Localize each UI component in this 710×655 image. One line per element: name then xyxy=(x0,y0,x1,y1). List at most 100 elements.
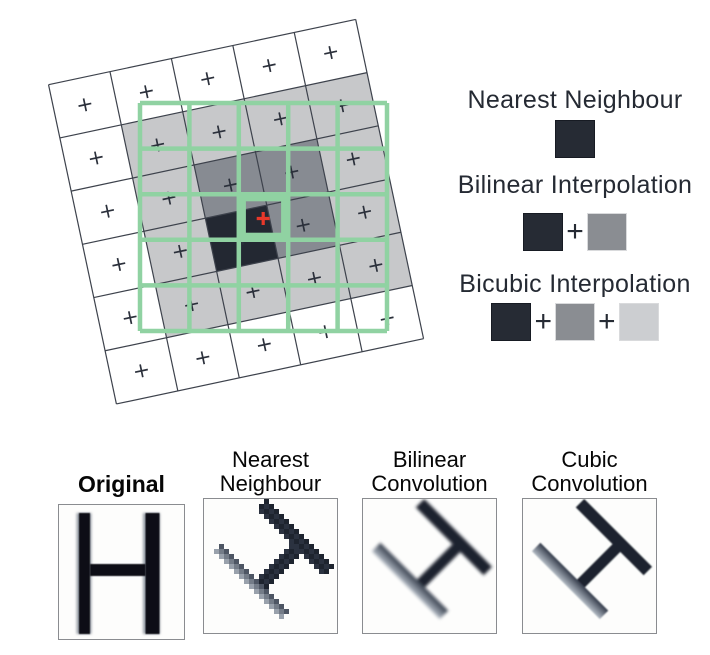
pixel-center-cross xyxy=(134,364,148,378)
pixel-center-cross xyxy=(262,59,276,73)
sample-point-cross xyxy=(256,212,270,225)
h-pixel xyxy=(249,574,254,579)
legend-label-bicubic: Bicubic Interpolation xyxy=(459,270,691,298)
pixel-center-cross xyxy=(196,351,210,365)
h-pixel xyxy=(294,549,299,554)
h-pixel xyxy=(259,594,264,599)
panel-image-original xyxy=(58,504,185,640)
panel-image-bilinear xyxy=(362,498,497,634)
h-pixel xyxy=(269,569,274,574)
h-pixel xyxy=(289,554,294,559)
h-pixel xyxy=(274,509,279,514)
original-h-image xyxy=(76,513,160,634)
h-pixel xyxy=(264,594,269,599)
pixel-center-cross xyxy=(139,85,153,99)
h-pixel xyxy=(319,559,324,564)
h-pixel xyxy=(264,599,269,604)
h-pixel xyxy=(249,579,254,584)
pixel-center-cross xyxy=(358,205,372,219)
h-pixel xyxy=(314,559,319,564)
title-line: Nearest xyxy=(231,447,310,472)
h-pixel xyxy=(229,559,234,564)
h-pixel xyxy=(244,569,249,574)
source-grid-line xyxy=(104,284,413,352)
plus-sign: + xyxy=(598,305,616,338)
h-pixel xyxy=(289,559,294,564)
legend-swatches-nearest xyxy=(440,120,710,158)
h-pixel xyxy=(284,549,289,554)
cubic-h-image xyxy=(531,499,653,620)
panel-title-cubic: Cubic Convolution xyxy=(522,438,657,498)
h-pixel xyxy=(269,509,274,514)
h-pixel xyxy=(279,524,284,529)
pixel-center-cross xyxy=(257,338,271,352)
h-pixel xyxy=(269,604,274,609)
h-pixel xyxy=(274,524,279,529)
h-pixel xyxy=(294,544,299,549)
h-pixel xyxy=(309,549,314,554)
legend-swatch xyxy=(555,120,595,158)
h-pixel xyxy=(239,564,244,569)
h-pixel xyxy=(299,534,304,539)
title-line: Original xyxy=(78,471,165,497)
pixel-center-cross xyxy=(296,218,310,232)
panel-image-cubic xyxy=(522,498,657,634)
h-pixel xyxy=(289,524,294,529)
bilinear-h-image xyxy=(371,499,493,620)
h-pixel xyxy=(244,579,249,584)
pixel-center-cross xyxy=(89,151,103,165)
pixel-center-cross xyxy=(112,257,126,271)
legend-swatch xyxy=(586,213,627,251)
h-pixel xyxy=(284,559,289,564)
h-pixel xyxy=(269,599,274,604)
pixel-center-cross xyxy=(173,244,187,258)
pixel-center-cross xyxy=(273,112,288,126)
h-pixel xyxy=(234,559,239,564)
h-pixel xyxy=(269,564,274,569)
h-pixel xyxy=(274,514,279,519)
h-pixel xyxy=(254,589,259,594)
h-pixel xyxy=(219,544,224,549)
legend-label-bilinear: Bilinear Interpolation xyxy=(457,171,693,199)
h-pixel xyxy=(284,529,289,534)
h-pixel xyxy=(274,609,279,614)
h-pixel xyxy=(229,564,234,569)
legend-swatches-bilinear: + xyxy=(440,213,710,251)
h-pixel xyxy=(284,524,289,529)
panel-title-original: Original xyxy=(58,438,185,504)
target-pixel-outline xyxy=(240,196,287,238)
h-pixel xyxy=(279,569,284,574)
source-grid-line xyxy=(59,72,368,139)
h-pixel xyxy=(269,594,274,599)
h-pixel xyxy=(264,504,269,509)
source-grid-line xyxy=(71,125,379,192)
h-pixel xyxy=(259,589,264,594)
h-pixel xyxy=(274,519,279,524)
h-pixel xyxy=(264,499,269,504)
legend-swatch xyxy=(523,213,564,251)
h-pixel xyxy=(274,569,279,574)
h-pixel xyxy=(264,569,269,574)
h-pixel xyxy=(219,549,224,554)
h-pixel xyxy=(289,549,294,554)
nearest-h-image xyxy=(214,499,334,619)
h-pixel xyxy=(294,534,299,539)
h-pixel xyxy=(304,554,309,559)
h-pixel xyxy=(324,564,329,569)
h-pixel xyxy=(269,579,274,584)
h-pixel xyxy=(284,609,289,614)
h-pixel xyxy=(224,554,229,559)
h-pixel xyxy=(269,514,274,519)
h-pixel xyxy=(274,564,279,569)
h-pixel xyxy=(319,564,324,569)
pixel-center-cross xyxy=(307,271,321,285)
pixel-center-cross xyxy=(100,204,115,218)
h-pixel xyxy=(264,514,269,519)
h-pixel xyxy=(274,574,279,579)
h-pixel xyxy=(299,544,304,549)
h-pixel xyxy=(314,554,319,559)
h-pixel xyxy=(264,579,269,584)
legend-swatches-bicubic: ++ xyxy=(440,303,710,341)
original-h xyxy=(76,513,160,634)
h-pixel xyxy=(254,579,259,584)
